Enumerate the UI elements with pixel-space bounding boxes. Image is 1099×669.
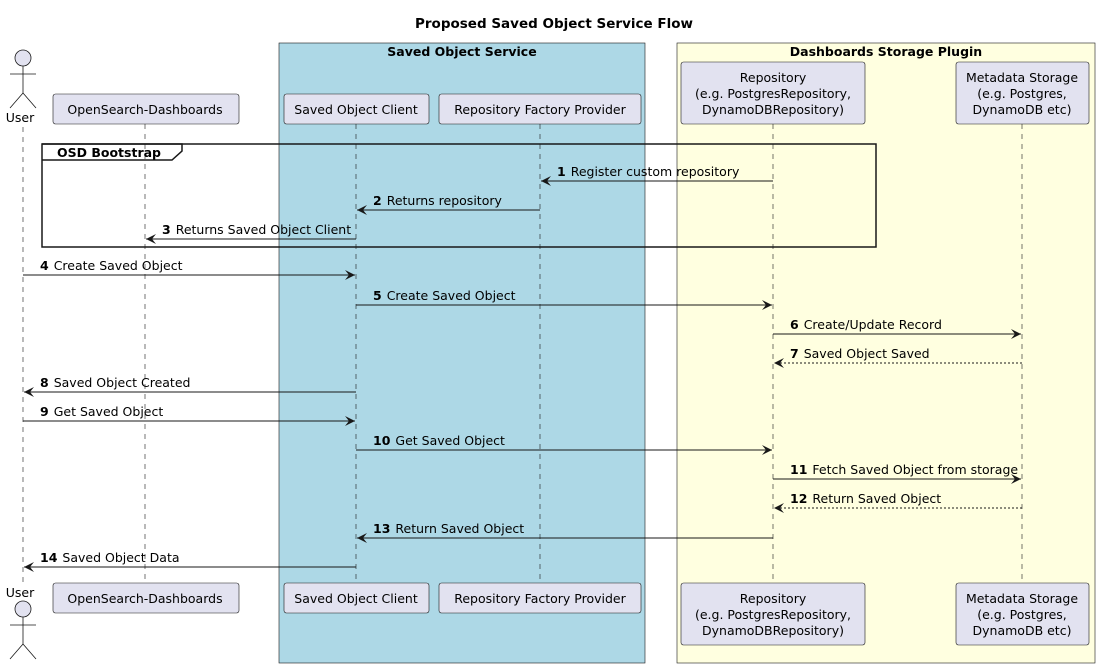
svg-text:Saved Object Client: Saved Object Client [294,591,418,606]
svg-text:Saved Object Client: Saved Object Client [294,102,418,117]
service-box [278,42,646,664]
svg-text:(e.g. PostgresRepository,: (e.g. PostgresRepository, [695,86,851,101]
participant-client-top: Saved Object Client [283,93,430,125]
participant-osd-top: OpenSearch-Dashboards [52,93,240,125]
svg-text:Repository: Repository [740,70,807,85]
participant-storage-bottom: Metadata Storage(e.g. Postgres,DynamoDB … [955,582,1090,646]
participant-storage-top: Metadata Storage(e.g. Postgres,DynamoDB … [955,61,1090,125]
participant-osd-bottom: OpenSearch-Dashboards [52,582,240,614]
participant-factory-bottom: Repository Factory Provider [438,582,642,614]
svg-text:OpenSearch-Dashboards: OpenSearch-Dashboards [67,591,222,606]
svg-text:(e.g. Postgres,: (e.g. Postgres, [977,607,1067,622]
group-osd-bootstrap: OSD Bootstrap [41,143,877,248]
svg-text:OpenSearch-Dashboards: OpenSearch-Dashboards [67,102,222,117]
svg-text:(e.g. PostgresRepository,: (e.g. PostgresRepository, [695,607,851,622]
participant-repository-top: Repository(e.g. PostgresRepository,Dynam… [680,61,866,125]
diagram-title: Proposed Saved Object Service Flow [415,16,693,32]
participant-client-bottom: Saved Object Client [283,582,430,614]
svg-text:Repository Factory Provider: Repository Factory Provider [454,591,626,606]
svg-text:DynamoDBRepository): DynamoDBRepository) [702,102,844,117]
actor-icon-top [9,49,37,109]
plugin-box [676,42,1096,664]
svg-text:DynamoDB etc): DynamoDB etc) [973,623,1072,638]
participant-factory-top: Repository Factory Provider [438,93,642,125]
participant-user-top: User [6,110,35,125]
svg-text:Metadata Storage: Metadata Storage [966,70,1078,85]
svg-text:DynamoDBRepository): DynamoDBRepository) [702,623,844,638]
actor-icon-bottom [9,600,37,660]
participant-repository-bottom: Repository(e.g. PostgresRepository,Dynam… [680,582,866,646]
participant-user-bottom: User [6,585,35,600]
plugin-box-label: Dashboards Storage Plugin [790,44,982,59]
svg-text:Repository: Repository [740,591,807,606]
svg-text:Metadata Storage: Metadata Storage [966,591,1078,606]
svg-text:Repository Factory Provider: Repository Factory Provider [454,102,626,117]
svg-text:DynamoDB etc): DynamoDB etc) [973,102,1072,117]
svg-text:OSD Bootstrap: OSD Bootstrap [57,145,161,160]
service-box-label: Saved Object Service [387,44,536,59]
svg-text:(e.g. Postgres,: (e.g. Postgres, [977,86,1067,101]
